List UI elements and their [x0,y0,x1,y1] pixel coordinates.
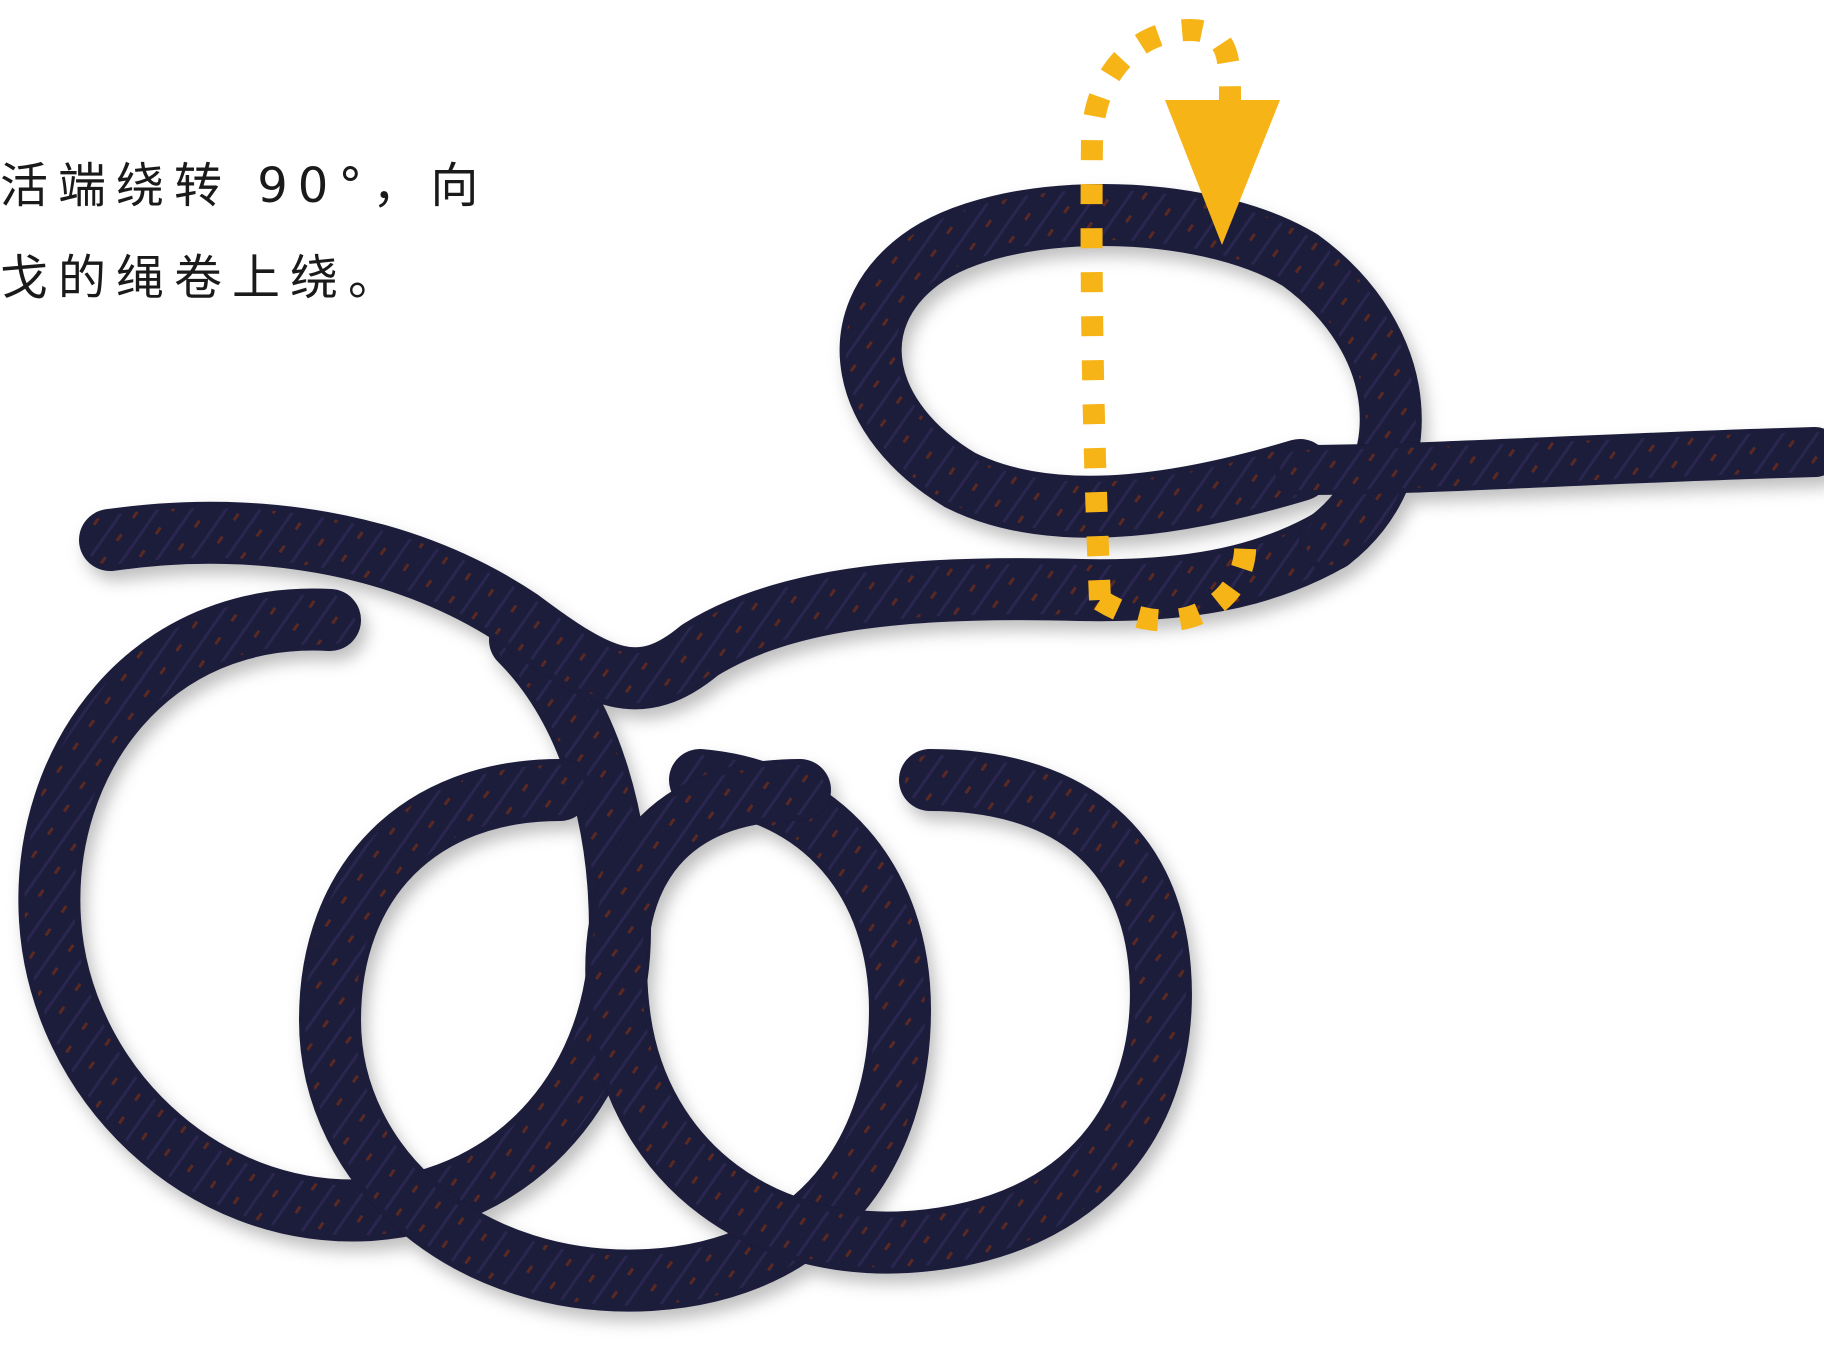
diagram-canvas: 活端绕转 90°，向 戈的绳卷上绕。 [0,0,1824,1353]
rope-illustration [0,0,1824,1353]
